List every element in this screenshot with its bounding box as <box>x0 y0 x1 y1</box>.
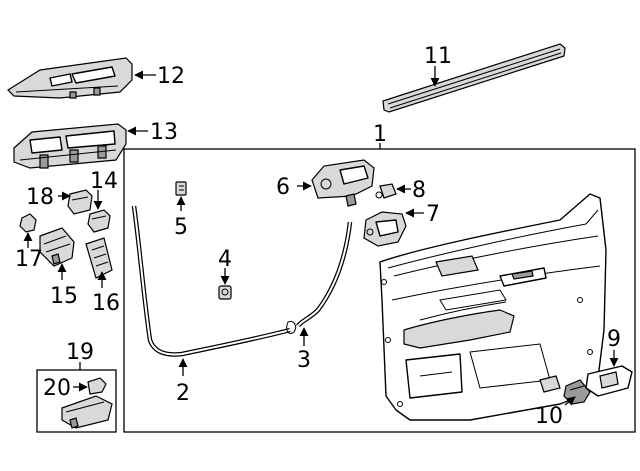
clip-17 <box>19 213 37 233</box>
weatherstrip-2 <box>131 205 297 357</box>
bulb-20 <box>87 377 107 395</box>
callout-7: 7 <box>426 202 440 227</box>
clip-5 <box>175 181 187 196</box>
armrest-base-13 <box>13 123 127 169</box>
callout-8: 8 <box>412 178 426 203</box>
switch-bracket-16 <box>85 237 113 279</box>
callout-18: 18 <box>26 185 54 210</box>
callout-13: 13 <box>150 120 178 145</box>
callout-6: 6 <box>276 175 290 200</box>
box-19 <box>36 369 117 433</box>
weatherstrip-3 <box>295 221 353 328</box>
callout-1: 1 <box>373 122 387 147</box>
callout-15: 15 <box>50 284 78 309</box>
switch-14 <box>87 209 111 233</box>
clip-4 <box>218 285 232 300</box>
inner-handle-6 <box>311 159 375 207</box>
callout-9: 9 <box>607 327 621 352</box>
handle-bracket-7 <box>363 211 407 247</box>
callout-4: 4 <box>218 247 232 272</box>
callout-12: 12 <box>157 64 185 89</box>
callout-5: 5 <box>174 215 188 240</box>
cap-8 <box>375 183 397 199</box>
leader-10 <box>564 396 576 406</box>
callout-17: 17 <box>15 247 43 272</box>
callout-14: 14 <box>90 169 118 194</box>
door-trim-panel <box>379 193 607 421</box>
handle-bezel-9 <box>585 365 633 397</box>
callout-2: 2 <box>176 381 190 406</box>
master-switch-15 <box>39 227 75 267</box>
callout-10: 10 <box>535 404 563 429</box>
switch-bezel-12 <box>7 57 133 99</box>
belt-molding-11 <box>382 43 566 113</box>
callout-11: 11 <box>424 44 452 69</box>
switch-18 <box>67 189 93 215</box>
callout-19: 19 <box>66 340 94 365</box>
callout-20: 20 <box>43 376 71 401</box>
callout-3: 3 <box>297 348 311 373</box>
lamp-housing <box>61 395 113 429</box>
callout-16: 16 <box>92 291 120 316</box>
